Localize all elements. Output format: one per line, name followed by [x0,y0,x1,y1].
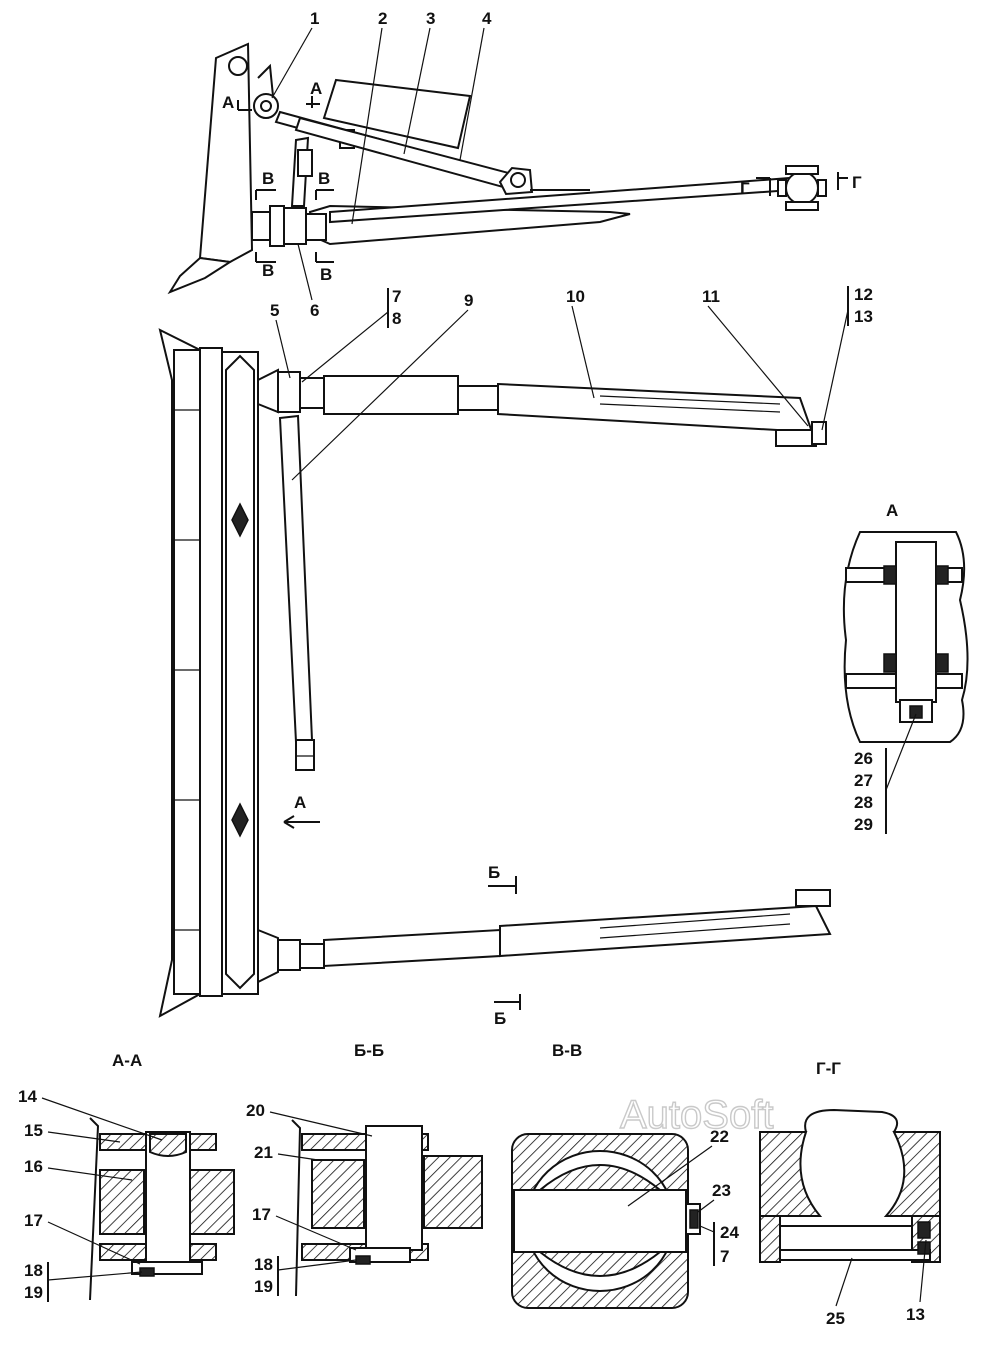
mark-v-3: В [262,261,274,280]
callout-7b: 7 [720,1247,729,1266]
callout-21: 21 [254,1143,273,1162]
callout-19b: 19 [254,1277,273,1296]
section-gg-title: Г-Г [816,1059,841,1078]
section-vv: В-В 22 23 24 7 [511,1041,739,1309]
section-bb-title: Б-Б [354,1041,384,1060]
callout-16: 16 [24,1157,43,1176]
callout-29: 29 [854,815,873,834]
mark-v-2: В [318,169,330,188]
side-view [167,42,827,295]
callout-25: 25 [826,1309,845,1328]
callout-19a: 19 [24,1283,43,1302]
section-bb: Б-Б 20 21 17 18 19 [246,1041,483,1297]
trunnion-ball [785,171,819,205]
plan-view [158,328,832,1018]
callout-3: 3 [426,9,435,28]
mark-g-2: Г [852,173,862,192]
mark-b-2: Б [494,1009,506,1028]
section-gg: Г-Г 25 13 [759,1059,941,1328]
mark-v-4: В [320,265,332,284]
section-aa: А-А 14 15 16 17 18 19 [18,1051,235,1302]
callout-28: 28 [854,793,873,812]
top-push-beam [497,382,814,434]
mark-b-1: Б [488,863,500,882]
callout-20: 20 [246,1101,265,1120]
section-vv-title: В-В [552,1041,582,1060]
section-aa-title: А-А [112,1051,142,1070]
top-cylinder [323,375,459,415]
callout-5: 5 [270,301,279,320]
callout-23: 23 [712,1181,731,1200]
side-view-section-marks: А А В В В В Г Г [222,79,862,284]
callout-17b: 17 [252,1205,271,1224]
bottom-push-beam [499,904,832,958]
callout-24: 24 [720,1223,739,1242]
callout-4: 4 [482,9,492,28]
callout-27: 27 [854,771,873,790]
mark-v-1: В [262,169,274,188]
callout-11: 11 [702,287,720,306]
side-view-callouts: 1 2 3 4 6 [271,9,492,320]
callout-8: 8 [392,309,401,328]
callout-13: 13 [854,307,873,326]
callout-1: 1 [310,9,319,28]
mark-a-right: А [310,79,322,98]
callout-9: 9 [464,291,473,310]
callout-18b: 18 [254,1255,273,1274]
callout-10: 10 [566,287,585,306]
blade-bolt-row [174,409,200,931]
callout-15: 15 [24,1121,43,1140]
watermark-logo: AutoSoft [620,1093,773,1137]
callout-26: 26 [854,749,873,768]
callout-12: 12 [854,285,873,304]
callout-17a: 17 [24,1211,43,1230]
callout-2: 2 [378,9,387,28]
blade-side [198,42,254,264]
callout-14: 14 [18,1087,37,1106]
callout-7: 7 [392,287,401,306]
view-a-detail: А 26 27 28 29 [842,501,969,834]
mark-a-left: А [222,93,234,112]
plan-view-section-marks: А Б Б [283,793,521,1028]
mark-g-1: Г [740,179,750,198]
callout-22: 22 [710,1127,729,1146]
bottom-cylinder [323,928,501,968]
callout-18a: 18 [24,1261,43,1280]
mark-a-plan: А [294,793,306,812]
view-a-title: А [886,501,898,520]
callout-6: 6 [310,301,319,320]
plan-view-callouts: 5 7 8 9 10 11 12 13 [270,285,873,481]
callout-13b: 13 [906,1305,925,1324]
